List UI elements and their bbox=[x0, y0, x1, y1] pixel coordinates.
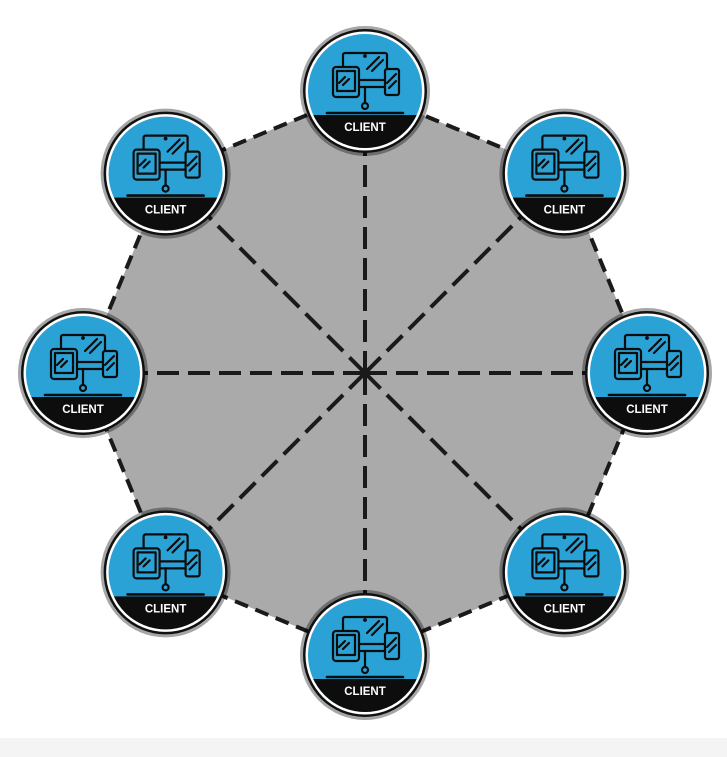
devices-network-icon bbox=[325, 51, 405, 115]
client-node-top-right: CLIENT bbox=[499, 108, 630, 239]
client-node-top-left: CLIENT bbox=[100, 108, 231, 239]
devices-network-icon bbox=[126, 134, 205, 197]
client-node-left: CLIENT bbox=[18, 308, 148, 438]
devices-network-icon bbox=[525, 533, 604, 596]
client-node-bottom-right: CLIENT bbox=[499, 507, 630, 638]
node-label: CLIENT bbox=[145, 205, 187, 217]
client-node-bottom: CLIENT bbox=[300, 590, 430, 720]
node-label: CLIENT bbox=[626, 404, 668, 416]
client-node-top: CLIENT bbox=[300, 26, 430, 156]
bottom-strip bbox=[0, 738, 727, 757]
node-label: CLIENT bbox=[344, 122, 386, 134]
node-label: CLIENT bbox=[145, 603, 187, 615]
node-label: CLIENT bbox=[344, 686, 386, 698]
node-label: CLIENT bbox=[544, 603, 586, 615]
devices-network-icon bbox=[607, 333, 687, 397]
devices-network-icon bbox=[43, 333, 123, 397]
client-nodes: CLIENT CLIENT CLIENT CLIENT CLIENT CLIENT CLIE… bbox=[18, 26, 712, 720]
devices-network-icon bbox=[126, 533, 205, 596]
devices-network-icon bbox=[525, 134, 604, 197]
node-label: CLIENT bbox=[544, 205, 586, 217]
client-node-right: CLIENT bbox=[582, 308, 712, 438]
devices-network-icon bbox=[325, 615, 405, 679]
client-node-bottom-left: CLIENT bbox=[100, 507, 231, 638]
hub-center bbox=[361, 369, 369, 377]
node-label: CLIENT bbox=[62, 404, 104, 416]
